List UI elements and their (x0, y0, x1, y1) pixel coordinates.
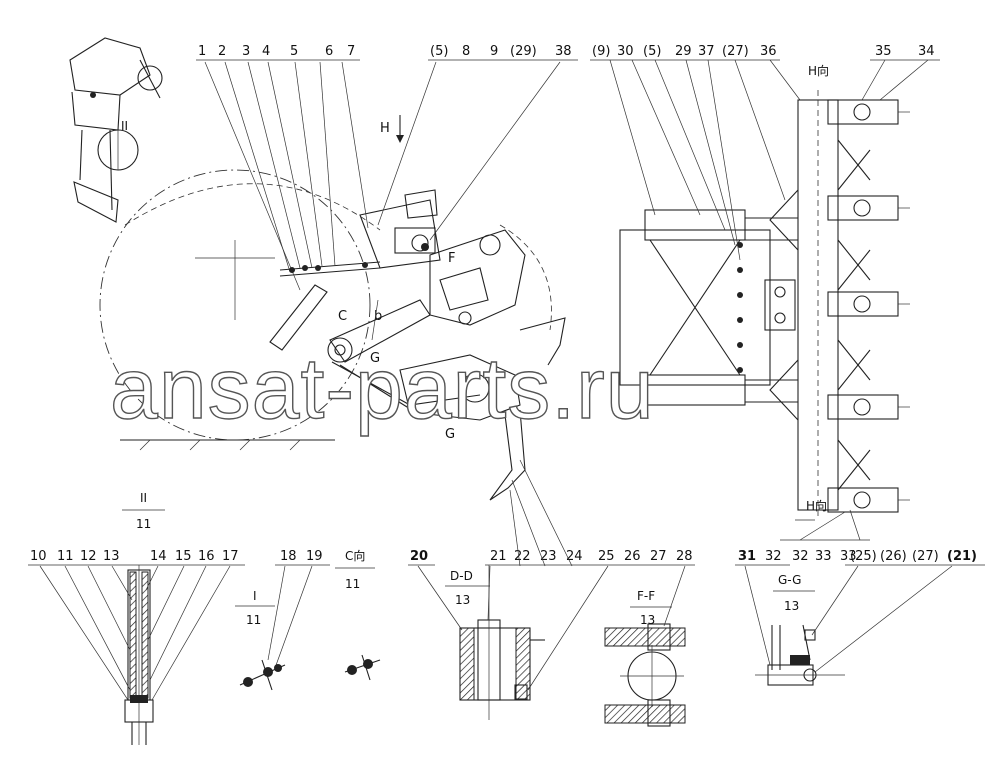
main-side-view: H D F G G C b (99, 61, 566, 501)
clamp-1 (827, 99, 910, 125)
section-dd-callout-23: 23 (540, 549, 557, 564)
detail-i: I 11 18 19 (235, 549, 330, 691)
shank-pointers (509, 459, 573, 567)
mark-g-bottom: G (445, 427, 455, 442)
callout-30: 30 (617, 44, 634, 59)
callout-29: 29 (675, 44, 692, 59)
callout-1: 1 (198, 44, 206, 59)
callout-2: 2 (218, 44, 226, 59)
callout-3: 3 (242, 44, 250, 59)
top-detail-label: II (121, 119, 128, 133)
callout-5-ref: (5) (430, 44, 448, 59)
top-callouts: 1 2 3 4 5 6 7 (5) 8 9 (29) 38 (9) 30 (5)… (196, 44, 940, 101)
callout-38: 38 (555, 44, 572, 59)
view-c: C向 11 (335, 548, 381, 681)
detail-ii: II 11 10 11 12 13 14 15 16 17 (28, 491, 245, 745)
section-gg-callout-21: (21) (947, 549, 977, 564)
mark-b: b (374, 309, 382, 324)
mark-d: D (305, 379, 315, 394)
detail-i-callout-18: 18 (280, 549, 297, 564)
callout-5-ref-2: (5) (643, 44, 661, 59)
section-dd-callout-26: 26 (624, 549, 641, 564)
detail-ii-callout-14: 14 (150, 549, 167, 564)
view-h-label: H向 (808, 63, 829, 78)
callout-5: 5 (290, 44, 298, 59)
callout-32-topview: 32 (792, 549, 809, 564)
section-gg: 31 32 33 (25) (26) (27) (21) G-G 13 (735, 549, 985, 686)
section-dd-callout-27: 27 (650, 549, 667, 564)
detail-ii-callout-15: 15 (175, 549, 192, 564)
section-dd-den: 13 (455, 593, 470, 607)
top-view: H向 (609, 59, 910, 541)
callout-33-topview: 33 (840, 549, 857, 564)
callout-37: 37 (698, 44, 715, 59)
detail-ii-callout-17: 17 (222, 549, 239, 564)
section-gg-callout-25: (25) (850, 549, 877, 564)
section-dd-num: D-D (450, 569, 473, 583)
detail-ii-callout-12: 12 (80, 549, 97, 564)
section-dd-callout-20: 20 (410, 549, 428, 564)
clamp-2 (827, 195, 910, 221)
view-h-arrow-label: H (380, 121, 390, 136)
callout-35: 35 (875, 44, 892, 59)
detail-ii-num: II (140, 491, 147, 505)
detail-i-callout-19: 19 (306, 549, 323, 564)
clamp-3 (827, 291, 910, 317)
callout-8: 8 (462, 44, 470, 59)
section-dd-callout-25: 25 (598, 549, 615, 564)
detail-i-num: I (253, 589, 257, 603)
detail-ii-callout-10: 10 (30, 549, 47, 564)
callout-29-ref: (29) (510, 44, 537, 59)
detail-ii-den: 11 (136, 517, 151, 531)
section-ff-num: F-F (637, 589, 655, 603)
view-c-num: C向 (345, 548, 365, 563)
detail-ii-callout-13: 13 (103, 549, 120, 564)
section-gg-num: G-G (778, 573, 801, 587)
view-c-den: 11 (345, 577, 360, 591)
section-gg-callout-31: 31 (738, 549, 756, 564)
section-gg-callout-26: (26) (880, 549, 907, 564)
callout-9-ref: (9) (592, 44, 610, 59)
callout-36: 36 (760, 44, 777, 59)
section-gg-callout-27: (27) (912, 549, 939, 564)
watermark: ansat-parts.ru (110, 341, 655, 437)
section-gg-callout-32: 32 (765, 549, 782, 564)
section-dd-callout-24: 24 (566, 549, 583, 564)
callout-7: 7 (347, 44, 355, 59)
section-dd-callout-21: 21 (490, 549, 507, 564)
section-ff: F-F 13 (604, 565, 686, 727)
section-dd-callout-28: 28 (676, 549, 693, 564)
callout-6: 6 (325, 44, 333, 59)
detail-ii-callout-16: 16 (198, 549, 215, 564)
section-gg-den: 13 (784, 599, 799, 613)
mark-c: C (338, 309, 347, 324)
callout-27-ref: (27) (722, 44, 749, 59)
section-gg-callout-33: 33 (815, 549, 832, 564)
bottom-callouts-top-view: 32 33 (792, 549, 857, 564)
callout-9: 9 (490, 44, 498, 59)
view-h-label-bottom: H向 (806, 498, 827, 513)
top-left-detail: II (69, 37, 163, 223)
mark-f: F (448, 251, 455, 266)
callout-34: 34 (918, 44, 935, 59)
section-dd-callout-22: 22 (514, 549, 531, 564)
mark-g-top: G (370, 351, 380, 366)
clamp-5 (827, 487, 910, 513)
detail-i-den: 11 (246, 613, 261, 627)
detail-ii-callout-11: 11 (57, 549, 74, 564)
callout-4: 4 (262, 44, 270, 59)
clamp-4 (827, 394, 910, 420)
